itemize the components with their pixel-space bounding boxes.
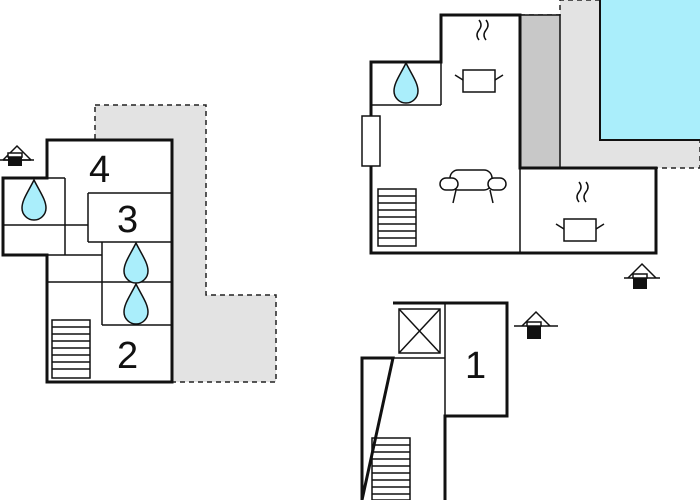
stairs-icon bbox=[51, 319, 91, 379]
pool-icon bbox=[599, 0, 700, 141]
stove-icon bbox=[454, 19, 504, 93]
entrance-icon bbox=[514, 310, 558, 339]
interior-walls bbox=[393, 303, 446, 416]
outer-wall bbox=[1, 138, 174, 384]
room-number: 3 bbox=[117, 199, 138, 241]
shaft-icon bbox=[398, 308, 441, 354]
covered-area bbox=[519, 14, 561, 169]
window-icon bbox=[361, 115, 381, 167]
floor-plan-bottom-right: 1 bbox=[360, 301, 558, 500]
water-drop-icon bbox=[393, 61, 419, 104]
interior-walls bbox=[371, 62, 521, 253]
water-drop-icon bbox=[123, 282, 149, 325]
water-drop-icon bbox=[21, 178, 47, 221]
sofa-icon bbox=[439, 169, 507, 204]
stairs-icon bbox=[377, 188, 417, 247]
room-number: 1 bbox=[465, 345, 486, 387]
room-number: 2 bbox=[117, 335, 138, 377]
floor-plan-top-right bbox=[361, 0, 700, 289]
room-number: 4 bbox=[89, 149, 110, 191]
water-drop-icon bbox=[123, 241, 149, 284]
floor-plan-left: 4 3 2 bbox=[0, 104, 277, 384]
entrance-icon bbox=[0, 144, 34, 166]
stove-icon bbox=[555, 181, 605, 242]
entrance-icon bbox=[624, 262, 660, 289]
stairs-icon bbox=[371, 437, 411, 500]
outer-wall bbox=[360, 301, 509, 500]
